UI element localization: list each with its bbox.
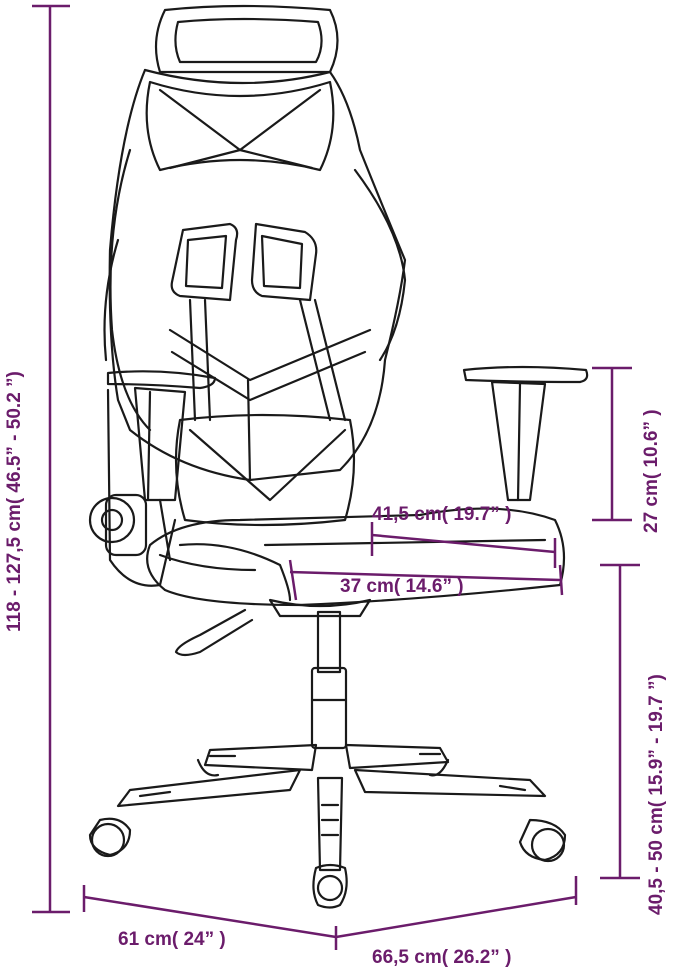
dimension-lines [32,4,640,950]
gaming-chair-illustration [88,4,589,909]
seat-width-label: 41,5 cm( 19.7” ) [372,504,511,525]
base-width-label: 66,5 cm( 26.2” ) [372,947,511,968]
armrest-height-label: 27 cm( 10.6” ) [641,409,662,533]
total-height-label: 118 - 127,5 cm( 46.5” - 50.2 ”) [4,371,25,632]
base-depth-label: 61 cm( 24” ) [118,929,226,950]
seat-height-label: 40,5 - 50 cm( 15.9” - 19.7 ”) [646,674,667,915]
seat-depth-label: 37 cm( 14.6” ) [340,576,464,597]
